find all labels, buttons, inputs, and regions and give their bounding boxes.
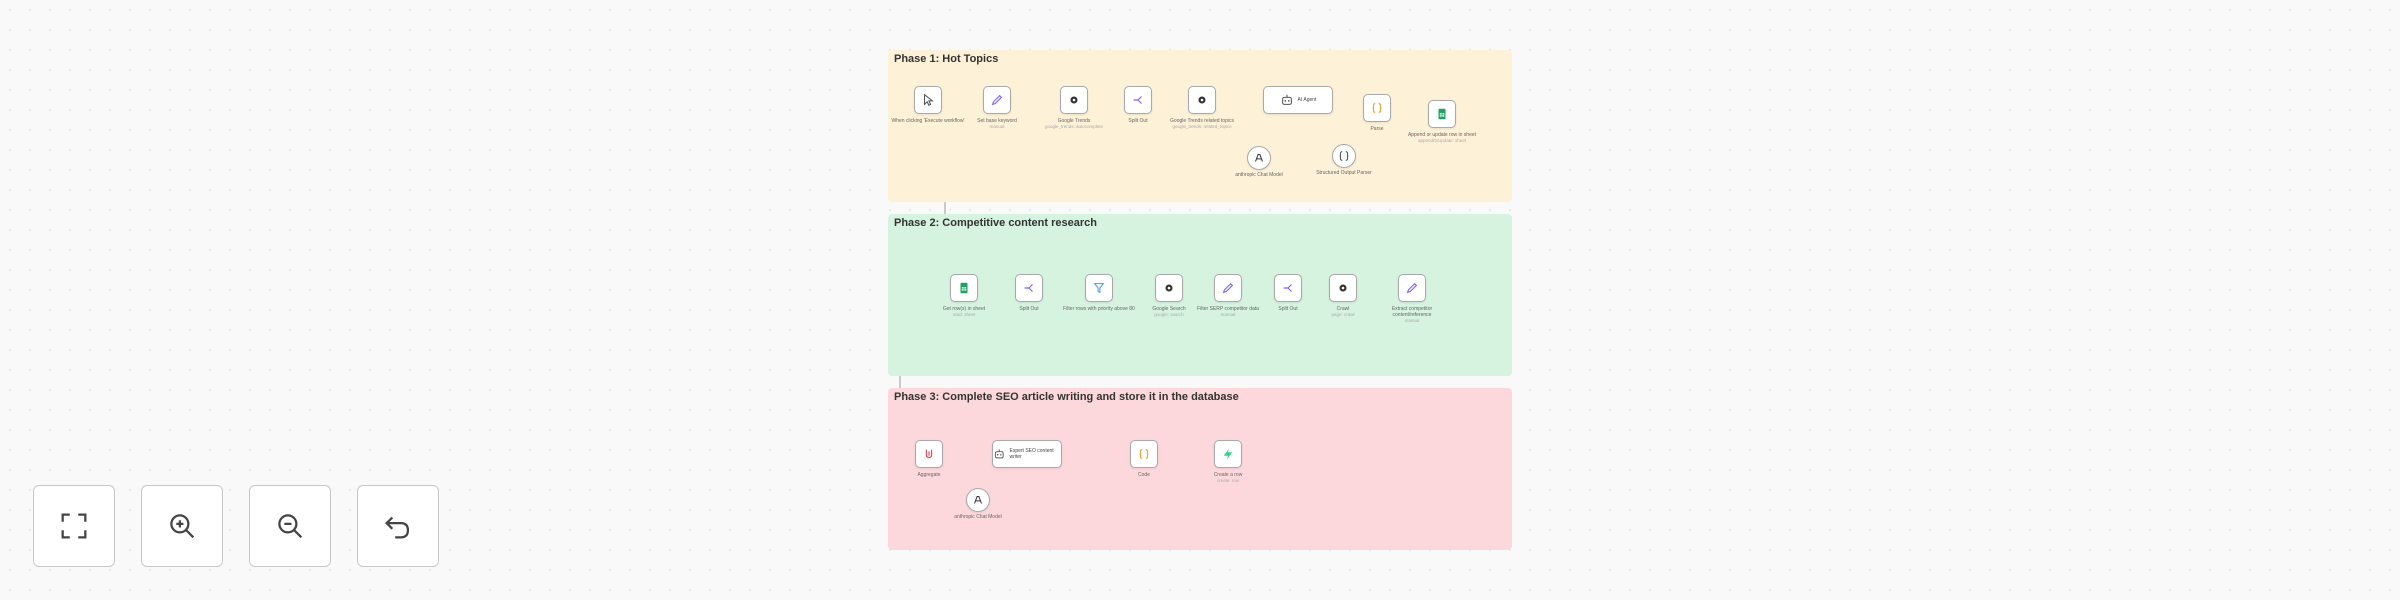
fit-view-button[interactable] [33,485,115,567]
node-manual-trigger[interactable] [914,86,942,114]
node-manual-trigger-label: When clicking 'Execute workflow' [891,118,965,124]
reset-zoom-button[interactable] [357,485,439,567]
phase-2-title: Phase 2: Competitive content research [894,217,1097,229]
node-split-out-3[interactable] [1274,274,1302,302]
node-split-out-2[interactable] [1015,274,1043,302]
node-split-out-1-label: Split Out [1128,118,1148,124]
serp-icon [1165,284,1173,292]
aggregate-icon [925,449,933,459]
filter-icon [1093,283,1105,294]
node-google-trends[interactable] [1060,86,1088,114]
robot-icon [994,449,1004,459]
robot-icon [1281,94,1292,105]
node-set-base-keyword[interactable] [983,86,1011,114]
node-anthropic-model-1-label: anthropic Chat Model [1235,172,1283,178]
phase-3-title: Phase 3: Complete SEO article writing an… [894,391,1239,403]
code-icon [1372,103,1382,113]
split-icon [1024,284,1033,292]
supabase-icon [1223,448,1233,460]
pencil-icon [991,94,1003,106]
cursor-icon [923,93,934,106]
node-get-rows[interactable] [950,274,978,302]
node-aggregate[interactable] [915,440,943,468]
node-parse-code-label: Parse [1370,126,1384,132]
node-anthropic-model-2[interactable] [966,488,990,512]
pencil-icon [1222,282,1234,294]
node-crawl[interactable] [1329,274,1357,302]
split-icon [1133,96,1142,104]
node-ai-agent[interactable]: AI Agent [1263,86,1333,114]
sheets-icon [960,282,968,294]
node-split-out-1[interactable] [1124,86,1152,114]
phase-3-group[interactable]: Phase 3: Complete SEO article writing an… [888,388,1512,550]
node-output-parser-label: Structured Output Parser [1316,170,1372,176]
serp-icon [1070,96,1078,104]
anthropic-icon [1255,153,1263,162]
phase-1-title: Phase 1: Hot Topics [894,53,999,65]
serp-icon [1198,96,1206,104]
node-code[interactable] [1130,440,1158,468]
pencil-icon [1406,282,1418,294]
split-icon [1283,284,1292,292]
code-icon [1139,449,1149,459]
fullscreen-icon [61,513,87,539]
node-extract-content[interactable] [1398,274,1426,302]
node-aggregate-label: Aggregate [917,472,941,478]
node-append-sheet[interactable] [1428,100,1456,128]
node-filter-serp[interactable] [1214,274,1242,302]
node-filter-priority-label: Filter rows with priority above 80 [1063,306,1135,312]
zoom-in-button[interactable] [141,485,223,567]
zoom-out-button[interactable] [249,485,331,567]
node-filter-priority[interactable] [1085,274,1113,302]
node-output-parser[interactable] [1332,144,1356,168]
node-code-label: Code [1138,472,1150,478]
node-google-trends-related[interactable] [1188,86,1216,114]
sheets-icon [1438,108,1446,120]
braces-icon [1339,151,1349,161]
node-seo-writer-agent[interactable]: Expert SEO content writer [992,440,1062,468]
node-split-out-3-label: Split Out [1278,306,1298,312]
node-supabase-create-row[interactable] [1214,440,1242,468]
zoom-in-icon [170,514,195,539]
node-anthropic-model-1[interactable] [1247,146,1271,170]
serp-icon [1339,284,1347,292]
phase-1-group[interactable]: Phase 1: Hot Topics [888,50,1512,202]
undo-icon [385,516,410,539]
node-google-search[interactable] [1155,274,1183,302]
anthropic-icon [974,495,982,504]
node-anthropic-model-2-label: anthropic Chat Model [954,514,1002,520]
zoom-out-icon [278,514,303,539]
node-parse-code[interactable] [1363,94,1391,122]
node-split-out-2-label: Split Out [1019,306,1039,312]
